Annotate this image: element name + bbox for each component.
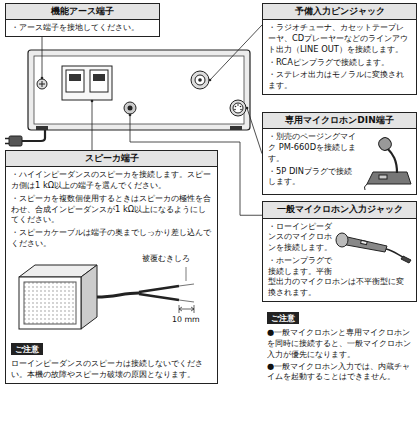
gooseneck <box>387 148 397 173</box>
amplifier-body <box>28 50 250 130</box>
speaker-illustration: 被覆むきしろ 10 mm <box>11 253 211 337</box>
box-heading: 一般マイクロホン入力ジャック <box>263 202 416 218</box>
leader-dot <box>246 107 249 110</box>
caution-tag: ご注意 <box>267 312 299 324</box>
cabinet-front <box>19 277 81 329</box>
din-face <box>233 103 243 113</box>
mic-cable <box>364 184 367 190</box>
mic-base <box>367 172 411 184</box>
leader-dot <box>129 114 132 117</box>
foot <box>36 126 48 130</box>
leader-dot <box>41 77 44 80</box>
rca-jack <box>191 71 209 89</box>
stripped-wire <box>179 284 194 286</box>
box-heading: 機能アース端子 <box>6 4 159 20</box>
terminal-callout-box: 機能アース端子・アース端子を接地してください。 <box>5 3 160 37</box>
leader-line <box>42 37 43 78</box>
phone-plug <box>401 256 411 263</box>
cord <box>22 130 45 141</box>
cabinet-side <box>81 265 97 329</box>
terminal-block <box>62 66 112 100</box>
earth-terminal <box>37 79 47 89</box>
din-pin <box>240 106 242 108</box>
box-heading: スピーカ端子 <box>6 151 217 167</box>
box-body-text: ・ハイインピーダンスのスピーカを接続します。スピーカ側は1 kΩ以上の端子を選ん… <box>6 167 217 191</box>
box-heading: 専用マイクロホンDIN端子 <box>263 113 416 129</box>
dimension-ticks <box>179 305 194 313</box>
earth-screw <box>37 79 47 89</box>
plug <box>9 136 22 146</box>
jack-pin <box>198 78 202 82</box>
plug-pins <box>5 139 9 144</box>
box-heading: 予備入力ピンジャック <box>263 4 416 20</box>
jack-ring <box>124 102 136 114</box>
din-ring <box>230 100 246 116</box>
leader-dot <box>91 100 94 103</box>
box-body-text: ・ステレオ出力はモノラルに変換されます。 <box>263 67 416 91</box>
power-cord <box>5 130 45 146</box>
din-pin <box>237 104 239 106</box>
caution-tag-row: ご注意 <box>6 337 217 357</box>
jack-ring <box>195 75 205 85</box>
caution-tag: ご注意 <box>11 343 43 355</box>
leader-line <box>247 108 262 154</box>
terminal-lever <box>93 74 105 81</box>
screw-slot <box>39 81 45 87</box>
dimension-line <box>179 307 194 311</box>
talk-button <box>379 175 387 179</box>
leader-dot <box>209 79 212 82</box>
terminal-lever <box>69 74 81 81</box>
box-body-text: ・RCAピンプラグで接続します。 <box>263 55 416 68</box>
dimension-label: 10 mm <box>171 315 201 324</box>
mic-head <box>377 136 394 153</box>
leader-line <box>92 101 93 150</box>
caution-text: ローインピーダンスのスピーカは接続しないでください。本機の故障やスピーカ破壊の原… <box>6 357 217 380</box>
jack-ring <box>191 71 209 89</box>
din-pin <box>235 106 237 108</box>
caution-text: ●一般マイクロホン入力では、内蔵チャイムを起動することはできません。 <box>262 360 417 383</box>
mic-grille <box>336 233 348 247</box>
foot <box>230 126 242 130</box>
wire-insulation <box>139 294 179 300</box>
handheld-mic-illustration <box>335 222 413 266</box>
stripped-wire <box>179 300 194 302</box>
box-body-text: ・ラジオチューナ、カセットテープレーヤ、CDプレーヤーなどのラインアウト出力（L… <box>263 20 416 54</box>
terminal-slot <box>66 70 84 92</box>
rear-plate <box>34 56 244 124</box>
box-body-text: ・スピーカを複数個使用するときはスピーカの極性を合わせ、合成インピーダンスが1 … <box>6 191 217 225</box>
callout-leader <box>186 267 187 281</box>
speaker-cable <box>97 293 139 297</box>
box-body-text: ・5P DINプラグで接続します。 <box>263 164 416 188</box>
callout-box: 専用マイクロホンDIN端子 ・別売のページングマイク PM-660Dを接続します… <box>262 112 417 195</box>
caution-tag-row: ご注意 <box>262 306 417 326</box>
housing <box>28 50 250 130</box>
phone-jack <box>124 102 136 114</box>
speaker-terminal <box>62 66 112 100</box>
leader-line <box>210 25 262 80</box>
callout-box: スピーカ端子・ハイインピーダンスのスピーカを接続します。スピーカ側は1 kΩ以上… <box>5 150 218 384</box>
box-body-text: ・アース端子を接地してください。 <box>6 20 159 33</box>
dimension-label: 被覆むきしろ <box>141 254 191 263</box>
terminal-slot <box>90 70 108 92</box>
din-pin <box>240 109 242 111</box>
callout-box: 一般マイクロホン入力ジャック ・ローインピーダンスのマイクロホンを接続します。・… <box>262 201 417 302</box>
box-body-text: ・ホーンプラグで接続します。平衡型出力のマイクロホンは不平衡型に変換されます。 <box>263 253 416 298</box>
wire-insulation <box>139 286 179 292</box>
caution-text: ●一般マイクロホンと専用マイクロホンを同時に接続すると、一般マイクロホン入力が優… <box>262 326 417 359</box>
jack-hole <box>128 106 133 111</box>
din-socket <box>230 100 246 116</box>
box-body-text: ・スピーカケーブルは端子の奥までしっかり差し込んでください。 <box>6 225 217 249</box>
mic-switch <box>361 240 367 244</box>
din-pin <box>234 109 236 111</box>
box-body-text: ・別売のページングマイク PM-660Dを接続します。 <box>263 129 416 163</box>
callout-box: 予備入力ピンジャック・ラジオチューナ、カセットテープレーヤ、CDプレーヤーなどの… <box>262 3 417 95</box>
speaker-drawing <box>11 253 211 337</box>
paging-mic-illustration <box>361 132 413 190</box>
speaker-grille <box>24 282 76 324</box>
caution-notes: ご注意 ●一般マイクロホンと専用マイクロホンを同時に接続すると、一般マイクロホン入… <box>262 306 417 382</box>
box-body-text: ・ローインピーダンスのマイクロホンを接続します。 <box>263 219 416 253</box>
